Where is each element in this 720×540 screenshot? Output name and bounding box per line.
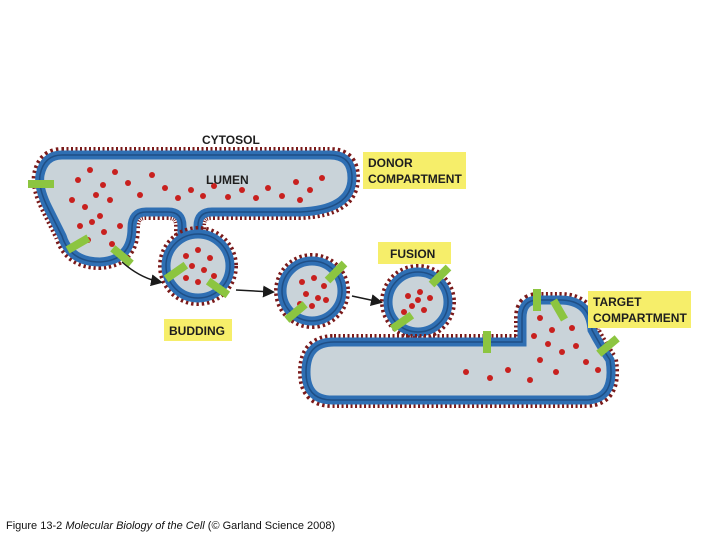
caption-figure-number: Figure 13-2 bbox=[6, 520, 63, 532]
fusion-label-box bbox=[378, 242, 451, 264]
transport-arrows bbox=[121, 261, 383, 306]
label-boxes bbox=[164, 152, 691, 341]
target-label-line2: COMPARTMENT bbox=[593, 311, 687, 325]
donor-label-line1: DONOR bbox=[368, 156, 413, 170]
target-label-box bbox=[588, 291, 691, 328]
lumen-label: LUMEN bbox=[206, 173, 249, 187]
fusion-label: FUSION bbox=[390, 247, 435, 261]
figure-caption: Figure 13-2 Molecular Biology of the Cel… bbox=[6, 520, 335, 532]
arrow-vesicle-to-docking bbox=[351, 294, 383, 306]
arrow-budding-to-vesicle bbox=[235, 285, 275, 298]
target-label-line1: TARGET bbox=[593, 295, 642, 309]
membrane-proteins bbox=[28, 180, 620, 357]
donor-compartment bbox=[31, 147, 361, 271]
budding-label: BUDDING bbox=[169, 324, 225, 338]
arrow-to-budding bbox=[121, 261, 163, 287]
caption-book-title: Molecular Biology of the Cell bbox=[65, 520, 205, 532]
budding-label-box bbox=[164, 319, 232, 341]
donor-label-box bbox=[363, 152, 466, 189]
donor-label-line2: COMPARTMENT bbox=[368, 172, 462, 186]
caption-credit: (© Garland Science 2008) bbox=[207, 520, 336, 532]
cytosol-label: CYTOSOL bbox=[202, 133, 260, 147]
